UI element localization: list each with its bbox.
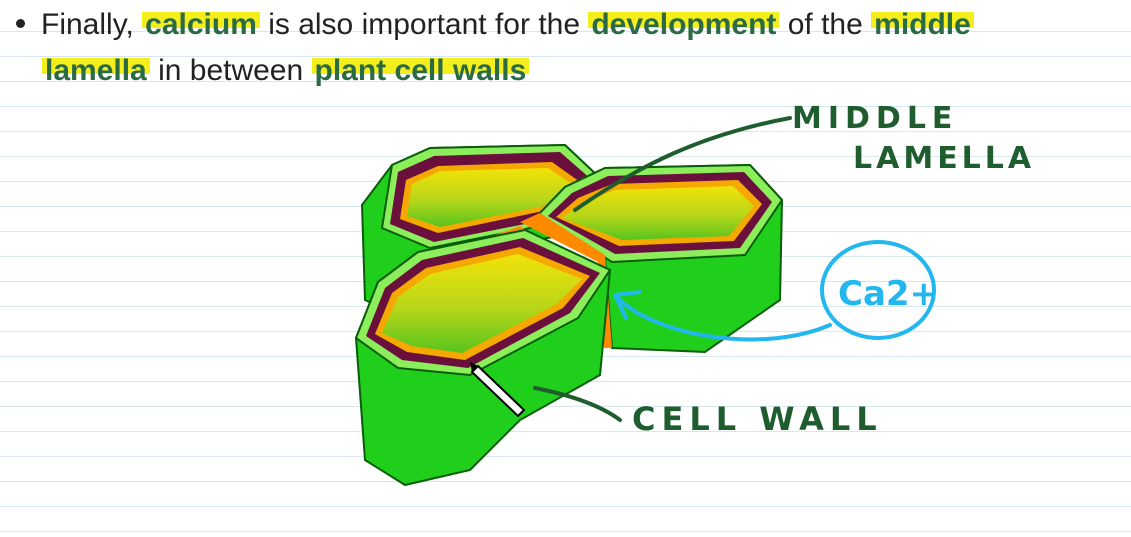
keyword-development: development (588, 8, 780, 41)
cell-back-right (536, 163, 784, 354)
middle-lamella (520, 213, 612, 348)
keyword-plant-cell-walls: plant cell walls (311, 54, 530, 87)
keyword-lamella: lamella (42, 54, 150, 87)
text-prefix: Finally, (41, 8, 143, 41)
text-mid2: of the (779, 8, 872, 41)
keyword-calcium: calcium (142, 8, 260, 41)
label-calcium: Ca2+ (838, 274, 938, 314)
text-mid1: is also important for the (259, 8, 589, 41)
calcium-pointer (613, 293, 832, 342)
label-middle: MIDDLE (792, 101, 958, 136)
text-mid3: in between (149, 54, 312, 87)
calcium-circle (820, 240, 936, 340)
cell-wall-pointer (533, 386, 622, 422)
keyword-middle: middle (871, 8, 974, 41)
cell-front (354, 228, 612, 487)
bullet-line-1: Finally, calcium is also important for t… (16, 2, 1126, 48)
bullet-line-2: lamella in between plant cell walls (42, 48, 1131, 94)
bullet-dot (16, 18, 25, 28)
label-cell-wall: CELL WALL (632, 400, 883, 438)
middle-lamella-pointer (573, 116, 792, 212)
label-lamella: LAMELLA (853, 141, 1035, 176)
pen-cursor-icon (470, 362, 526, 418)
